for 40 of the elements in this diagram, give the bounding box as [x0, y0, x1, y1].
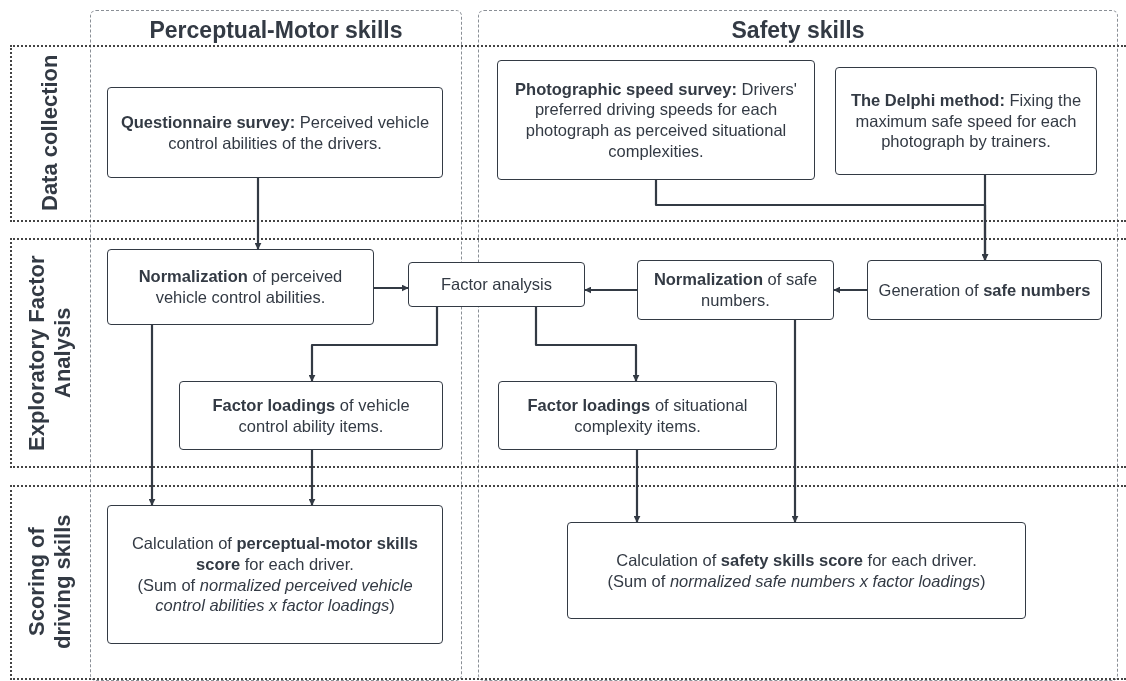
arrow: [791, 320, 799, 523]
box-text: Factor loadings of situational complexity items.: [526, 394, 749, 437]
lane-title: Safety skills: [731, 17, 865, 44]
box-text: Calculation of perceptual-motor skills score for each driver.: [130, 533, 420, 575]
process-box: [107, 87, 443, 178]
arrow: [148, 325, 156, 506]
box-text: (Sum of normalized perceived vehicle control abilities x factor loadings): [136, 574, 414, 616]
lane-title: Exploratory Factor Analysis: [24, 254, 76, 453]
process-box: [498, 381, 777, 450]
box-text: Factor analysis: [441, 274, 552, 295]
box-text: Calculation of safety skills score for each driver.: [616, 549, 977, 571]
arrow: [981, 175, 989, 261]
box-text: Photographic speed survey: Drivers' preferred driving speeds for each photograph as perceived situational complexities.: [514, 78, 798, 162]
lane-title: Scoring of driving skills: [24, 513, 76, 652]
process-box: [107, 505, 443, 644]
box-text: Generation of safe numbers: [878, 279, 1091, 301]
process-box: [567, 522, 1026, 619]
process-box: [179, 381, 443, 450]
arrow: [833, 286, 867, 294]
box-text: Factor loadings of vehicle control ability items.: [211, 394, 411, 437]
process-box: [408, 262, 585, 307]
arrow: [308, 450, 316, 506]
box-text: Normalization of safe numbers.: [652, 269, 819, 311]
process-box: [637, 260, 834, 320]
arrow: [374, 284, 409, 292]
arrow: [633, 450, 641, 523]
box-text: The Delphi method: Fixing the maximum safe speed for each photograph by trainers.: [849, 90, 1083, 152]
box-text: (Sum of normalized safe numbers x factor loadings): [607, 570, 986, 592]
box-text: Normalization of perceived vehicle control abilities.: [137, 266, 344, 308]
process-box: [107, 249, 374, 325]
arrow: [254, 178, 262, 250]
process-box: [835, 67, 1097, 175]
arrow: [584, 286, 637, 294]
arrow: [534, 307, 640, 382]
process-box: [867, 260, 1102, 320]
arrow: [308, 307, 439, 382]
process-box: [497, 60, 815, 180]
lane-title: Perceptual-Motor skills: [149, 17, 403, 44]
lane-title: Data collection: [37, 53, 63, 214]
box-text: Questionnaire survey: Perceived vehicle control abilities of the drivers.: [119, 111, 431, 154]
